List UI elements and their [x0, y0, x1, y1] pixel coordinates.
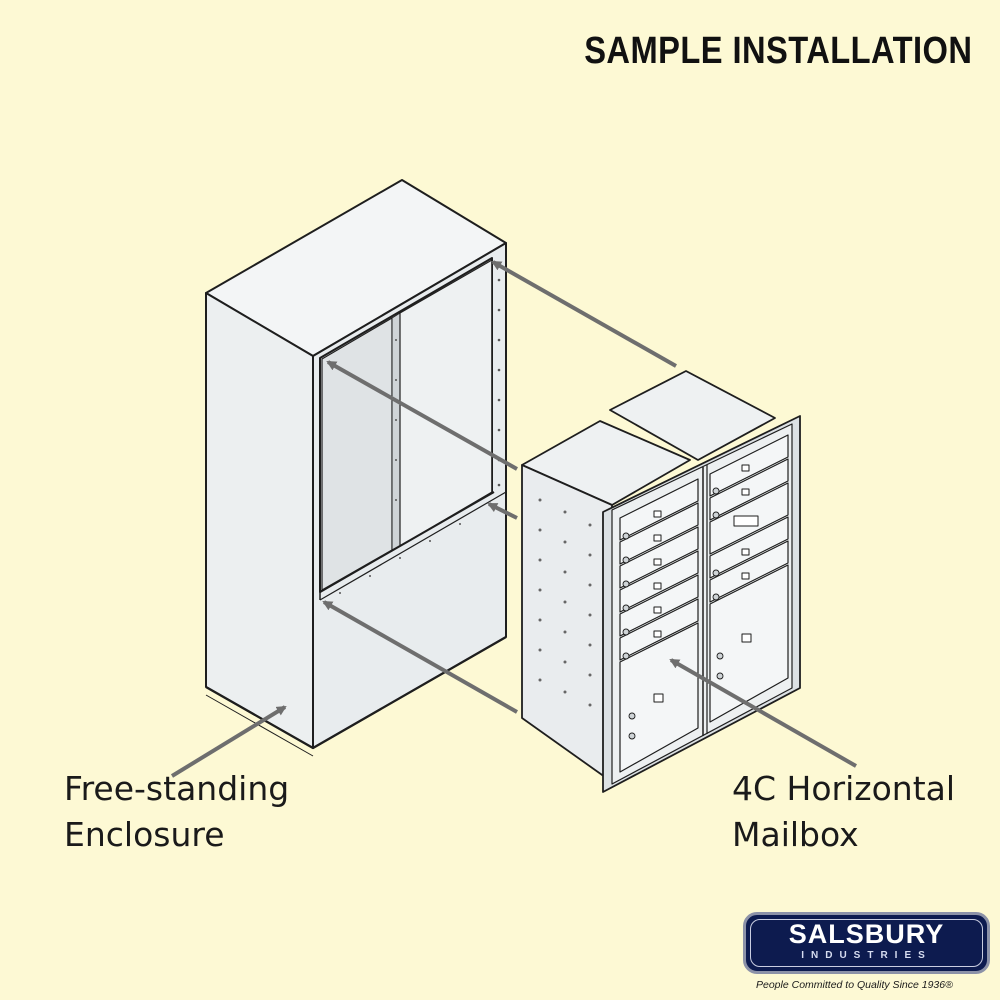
enclosure-label: Free-standing Enclosure	[64, 766, 289, 858]
mailbox-illustration	[521, 370, 801, 793]
logo-subtitle: INDUSTRIES	[801, 950, 932, 961]
logo-name: SALSBURY	[788, 919, 945, 949]
page-title: SAMPLE INSTALLATION	[583, 30, 972, 72]
enclosure-label-line2: Enclosure	[64, 815, 225, 854]
pointer-arrows	[170, 260, 857, 778]
salsbury-logo: SALSBURY INDUSTRIES	[743, 912, 990, 974]
arrow-top-right	[491, 260, 677, 368]
enclosure-label-line1: Free-standing	[64, 769, 290, 808]
mailbox-label: 4C Horizontal Mailbox	[732, 766, 955, 858]
enclosure-illustration	[205, 179, 507, 757]
logo-border	[750, 919, 983, 967]
arrow-mailbox-callout	[669, 658, 857, 768]
arrow-lower-left	[322, 600, 518, 714]
mailbox-label-line1: 4C Horizontal	[732, 769, 956, 808]
logo-tagline: People Committed to Quality Since 1936®	[756, 979, 953, 991]
mailbox-label-line2: Mailbox	[732, 815, 859, 854]
arrow-mid-right	[487, 502, 518, 520]
arrow-upper-left	[326, 360, 518, 471]
arrow-enclosure-callout	[170, 705, 287, 778]
